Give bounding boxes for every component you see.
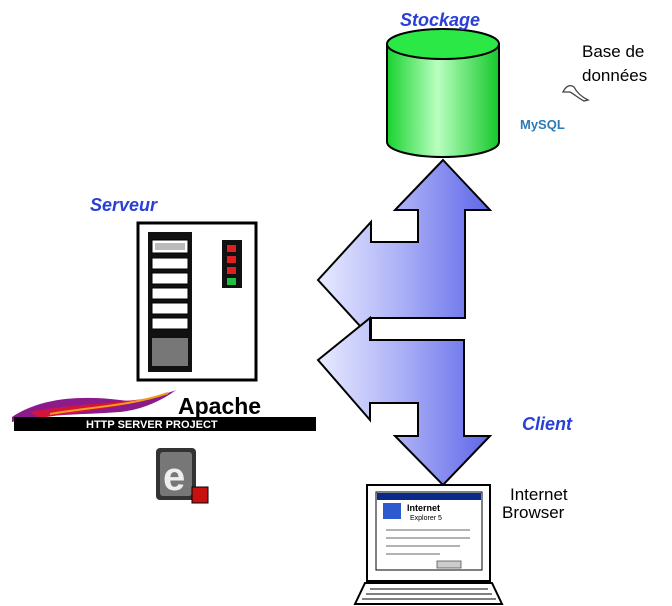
client-title: Client <box>522 414 573 434</box>
laptop-browser-icon: Internet Explorer 5 <box>353 484 504 605</box>
mysql-logo: MySQL <box>520 85 590 132</box>
database-cylinder-icon <box>386 28 500 158</box>
browser-label-line1: Internet <box>510 485 568 504</box>
stockage-title: Stockage <box>400 10 481 30</box>
server-tower-icon <box>136 221 258 382</box>
database-label-line2: données <box>582 66 648 85</box>
php-letter: e <box>163 455 185 499</box>
ie-subtitle: Explorer 5 <box>410 515 442 522</box>
browser-label-line2: Browser <box>502 503 565 522</box>
ie-title: Internet <box>407 503 440 513</box>
apache-logo: Apache HTTP SERVER PROJECT <box>12 390 316 431</box>
apache-subtitle: HTTP SERVER PROJECT <box>86 419 218 431</box>
mysql-text: MySQL <box>520 117 565 132</box>
arrows-connector <box>316 158 493 487</box>
php-icon: e <box>156 448 209 504</box>
serveur-title: Serveur <box>90 195 158 215</box>
apache-title: Apache <box>178 393 261 419</box>
database-label-line1: Base de <box>582 42 645 61</box>
